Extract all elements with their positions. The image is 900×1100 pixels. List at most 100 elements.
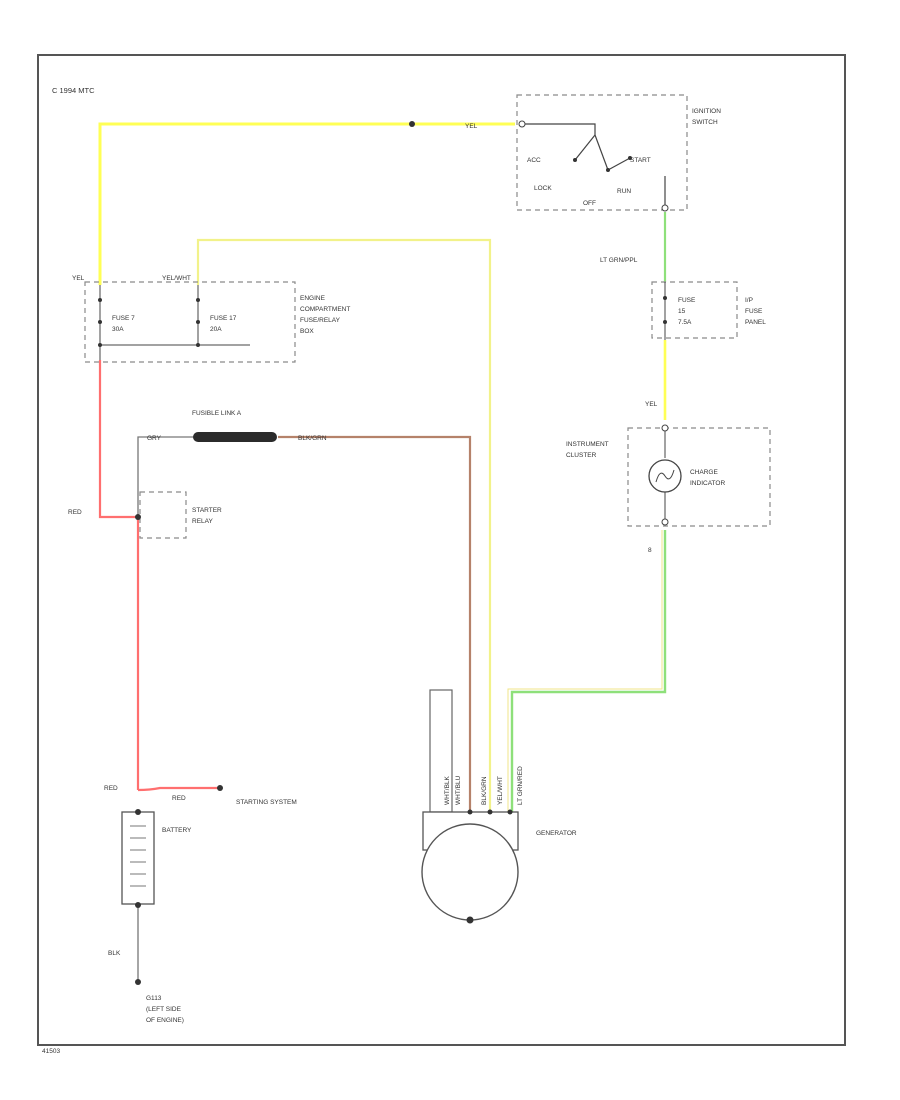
wire-red-to-starting-system bbox=[137, 786, 218, 792]
gen-wire-yel-wht: YEL/WHT bbox=[497, 776, 504, 805]
generator-ign-terminal bbox=[487, 809, 493, 815]
ip-fuse-title-2: FUSE bbox=[745, 308, 763, 315]
wire-label-yel-wht: YEL/WHT bbox=[162, 275, 191, 282]
starter-relay-terminal bbox=[135, 514, 141, 520]
generator: WHT/BLK WHT/BLU BLK/GRN YEL/WHT LT GRN/R… bbox=[421, 689, 577, 924]
fuse7-label-1: FUSE 7 bbox=[112, 315, 135, 322]
charge-indicator-label-1: CHARGE bbox=[690, 469, 718, 476]
battery-positive-terminal bbox=[135, 809, 141, 815]
starter-relay-label-2: RELAY bbox=[192, 518, 213, 525]
ignition-input-terminal bbox=[518, 120, 526, 128]
ignition-switch-title-2: SWITCH bbox=[692, 119, 718, 126]
ignition-start-dot bbox=[628, 156, 632, 160]
wire-label-yel-top: YEL bbox=[465, 123, 478, 130]
ip-fuse-label-3: 7.5A bbox=[678, 319, 692, 326]
ip-fuse-panel: FUSE 15 7.5A I/P FUSE PANEL bbox=[651, 281, 766, 340]
gen-wire-wht-blu: WHT/BLU bbox=[455, 775, 462, 805]
starting-system-label: STARTING SYSTEM bbox=[236, 799, 297, 806]
ip-fuse-title-1: I/P bbox=[745, 297, 753, 304]
lamp-filament bbox=[655, 469, 675, 483]
wire-label-lt-grn-ppl: LT GRN/PPL bbox=[600, 257, 638, 264]
ignition-switch-title-1: IGNITION bbox=[692, 108, 721, 115]
wire-label-gry: GRY bbox=[147, 435, 162, 442]
instrument-cluster-title-2: CLUSTER bbox=[566, 452, 597, 459]
ignition-run-label: RUN bbox=[617, 188, 631, 195]
wire-label-red-left: RED bbox=[68, 509, 82, 516]
wire-label-yel-cluster: YEL bbox=[645, 401, 658, 408]
generator-label: GENERATOR bbox=[536, 830, 577, 837]
fuse7-top-terminal bbox=[98, 298, 102, 302]
ignition-run-dot bbox=[606, 168, 610, 172]
copyright-text: C 1994 MTC bbox=[52, 86, 95, 95]
figure-id: 41503 bbox=[42, 1048, 60, 1055]
wire-grey-relay-to-fusible-link bbox=[137, 436, 195, 517]
wire-label-red-battery: RED bbox=[104, 785, 118, 792]
wire-yel-wht-fuse17-to-generator bbox=[196, 238, 492, 812]
ip-fuse-bottom-terminal bbox=[663, 320, 667, 324]
wire-yellow-fuse7-to-ignition bbox=[98, 122, 515, 285]
cluster-input-terminal bbox=[661, 424, 669, 432]
wire-label-yel-fuse: YEL bbox=[72, 275, 85, 282]
gen-wire-blk-grn: BLK/GRN bbox=[481, 776, 488, 805]
ground-point-icon bbox=[135, 979, 141, 985]
generator-lamp-terminal bbox=[507, 809, 513, 815]
ignition-switch-box bbox=[516, 94, 688, 211]
engine-compartment-fuse-box: FUSE 7 30A FUSE 17 20A ENGINE COMPARTMEN… bbox=[84, 281, 350, 363]
ground-label-2: (LEFT SIDE bbox=[146, 1006, 182, 1013]
engine-box-title-1: ENGINE bbox=[300, 295, 326, 302]
engine-box-title-2: COMPARTMENT bbox=[300, 306, 350, 313]
wire-label-red-starting: RED bbox=[172, 795, 186, 802]
instrument-cluster-outline bbox=[627, 427, 771, 527]
starter-relay-label-1: STARTER bbox=[192, 507, 222, 514]
wire-red-fuse7-to-battery bbox=[98, 360, 140, 790]
ignition-contact-start bbox=[607, 157, 631, 171]
ignition-acc-label: ACC bbox=[527, 157, 541, 164]
fusible-link-icon bbox=[193, 432, 277, 442]
ip-fuse-label-2: 15 bbox=[678, 308, 686, 315]
ip-fuse-label-1: FUSE bbox=[678, 297, 696, 304]
instrument-cluster-title-1: INSTRUMENT bbox=[566, 441, 609, 448]
ip-fuse-title-3: PANEL bbox=[745, 319, 766, 326]
ip-fuse-top-terminal bbox=[663, 296, 667, 300]
gen-wire-lt-grn-red: LT GRN/RED bbox=[517, 766, 524, 805]
starting-system-terminal bbox=[217, 785, 223, 791]
fuse17-mid-terminal bbox=[196, 320, 200, 324]
ignition-contact-acc bbox=[574, 134, 596, 161]
wire-label-blk-grn: BLK/GRN bbox=[298, 435, 327, 442]
generator-ground-terminal bbox=[466, 916, 474, 924]
battery-negative-terminal bbox=[135, 902, 141, 908]
ip-fuse-panel-outline bbox=[651, 281, 738, 339]
engine-fuse-box-outline bbox=[84, 281, 296, 363]
fuse7-mid-terminal bbox=[98, 320, 102, 324]
ground-label-3: OF ENGINE) bbox=[146, 1017, 184, 1024]
wire-blk-grn-fusible-link-to-generator bbox=[278, 435, 472, 812]
generator-body-icon bbox=[421, 823, 519, 921]
ignition-contact-run bbox=[594, 134, 609, 171]
splice-yellow bbox=[409, 121, 415, 127]
engine-box-title-4: BOX bbox=[300, 328, 314, 335]
fusible-link-label: FUSIBLE LINK A bbox=[192, 410, 242, 417]
battery: BATTERY bbox=[121, 809, 192, 908]
fuse17-bottom-terminal bbox=[196, 343, 200, 347]
wire-lt-grn-red-cluster-to-generator bbox=[510, 530, 667, 812]
fuse7-label-2: 30A bbox=[112, 326, 124, 333]
wire-lt-grn-red-tracer bbox=[507, 530, 663, 812]
cluster-output-terminal bbox=[661, 518, 669, 526]
ignition-start-label: START bbox=[630, 157, 651, 164]
ignition-switch: IGNITION SWITCH ACC LOCK OFF START RUN bbox=[516, 94, 721, 212]
fuse17-top-terminal bbox=[196, 298, 200, 302]
ignition-bus bbox=[525, 123, 596, 135]
fuse7-bottom-terminal bbox=[98, 343, 102, 347]
battery-body bbox=[121, 811, 155, 905]
instrument-cluster: CHARGE INDICATOR INSTRUMENT CLUSTER 8 bbox=[566, 424, 771, 554]
battery-label: BATTERY bbox=[162, 827, 192, 834]
ignition-lock-label: LOCK bbox=[534, 185, 552, 192]
fuse17-label-1: FUSE 17 bbox=[210, 315, 237, 322]
fuse17-label-2: 20A bbox=[210, 326, 222, 333]
wire-label-blk: BLK bbox=[108, 950, 121, 957]
starter-relay-box bbox=[139, 491, 187, 539]
engine-box-title-3: FUSE/RELAY bbox=[300, 317, 341, 324]
generator-b-terminal bbox=[467, 809, 473, 815]
ignition-off-label: OFF bbox=[583, 200, 596, 207]
